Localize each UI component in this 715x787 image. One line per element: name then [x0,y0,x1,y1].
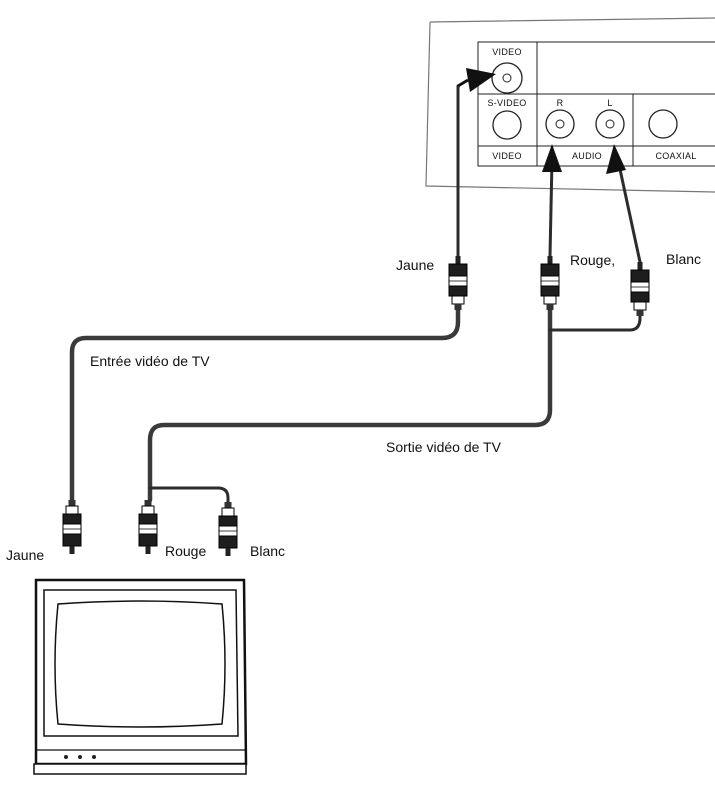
audio-white-branch-bottom [148,486,230,504]
tv-base [33,763,247,775]
tv-screen [54,600,226,728]
panel-label-coaxial: COAXIAL [655,151,696,161]
tv-button [92,755,96,759]
audio-white-branch-top [548,310,642,332]
arrow-to-video-jack [466,68,496,92]
video-cable [69,307,461,503]
arrow-to-l-jack [606,144,626,174]
white-arrow-wire [616,158,642,264]
plug-red-tv [138,499,158,555]
svideo-jack[interactable] [492,110,522,140]
label-rouge-bottom: Rouge [165,543,206,559]
label-jaune-bottom: Jaune [6,547,44,563]
label-blanc-bottom: Blanc [250,543,285,559]
panel-label-video-top: VIDEO [492,47,522,57]
tv-button [64,755,68,759]
label-blanc-top: Blanc [666,251,701,267]
plug-yellow-tv [62,499,82,555]
panel-label-video-bottom: VIDEO [492,151,522,161]
audio-red-cable [147,307,553,503]
label-jaune-top: Jaune [396,257,434,273]
label-sortie-video: Sortie vidéo de TV [386,439,502,455]
plug-yellow-device [448,255,468,311]
television [33,578,248,775]
terminal-strip [477,41,715,167]
panel-label-audio: AUDIO [572,151,602,161]
panel-label-l: L [607,98,612,108]
label-entree-video: Entrée vidéo de TV [90,353,210,369]
plug-white-device [630,261,650,317]
panel-label-r: R [557,98,564,108]
device-rear-panel: VIDEO S-VIDEO R L VIDEO AUDIO COAXIAL [425,17,715,193]
tv-button [78,755,82,759]
panel-label-svideo: S-VIDEO [487,98,526,108]
coaxial-jack[interactable] [648,109,678,139]
red-arrow-wire [548,158,554,258]
label-rouge-top: Rouge, [570,252,615,268]
plug-red-device [540,255,560,311]
cables [69,84,642,504]
arrow-to-r-jack [542,144,562,172]
device-outline [425,17,715,193]
plug-white-tv [218,501,238,557]
arrows [457,68,626,174]
